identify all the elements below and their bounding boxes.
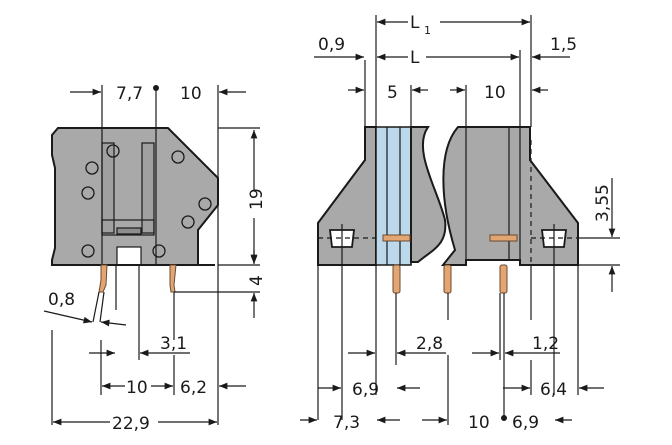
front-pin-3 — [499, 264, 508, 294]
dim-front-2-8: 2,8 — [416, 334, 443, 354]
dim-front-L1-sub: 1 — [424, 24, 431, 37]
dim-side-3-1: 3,1 — [160, 334, 187, 354]
front-pin-1 — [392, 264, 401, 294]
dim-front-6-9-bottom: 6,9 — [512, 413, 539, 433]
dim-front-L1: L — [410, 13, 420, 33]
side-view-housing — [51, 127, 219, 266]
dim-side-10: 10 — [180, 84, 202, 104]
dim-side-pitch-10: 10 — [126, 378, 148, 398]
dim-front-5: 5 — [387, 83, 398, 103]
dim-front-6-4: 6,4 — [540, 380, 567, 400]
dim-front-1-5: 1,5 — [550, 35, 577, 55]
dim-front-L: L — [410, 48, 420, 68]
side-pin-right — [169, 264, 177, 293]
dim-side-19: 19 — [247, 188, 267, 210]
dim-side-0-8: 0,8 — [48, 290, 75, 310]
side-view: 7,7 10 19 4 0,8 3,1 10 6,2 22,9 — [43, 84, 267, 434]
dim-front-6-9-left: 6,9 — [352, 380, 379, 400]
dim-side-22-9: 22,9 — [112, 414, 150, 434]
dim-front-10-bottom: 10 — [468, 413, 490, 433]
dim-side-7-7: 7,7 — [116, 84, 143, 104]
dim-front-3-55: 3,55 — [593, 184, 613, 222]
front-pin-2 — [443, 264, 452, 294]
front-view: L 1 L 0,9 1,5 5 10 3,55 2,8 1,2 6, — [300, 13, 620, 433]
dim-front-7-3: 7,3 — [333, 413, 360, 433]
dim-front-1-2: 1,2 — [532, 334, 559, 354]
dim-front-0-9: 0,9 — [318, 35, 345, 55]
front-transparent-part — [375, 126, 412, 266]
dim-side-4: 4 — [247, 275, 267, 286]
side-view-holes — [81, 144, 212, 258]
dim-front-10: 10 — [484, 83, 506, 103]
side-pin-left — [98, 264, 108, 293]
dim-side-6-2: 6,2 — [180, 378, 207, 398]
